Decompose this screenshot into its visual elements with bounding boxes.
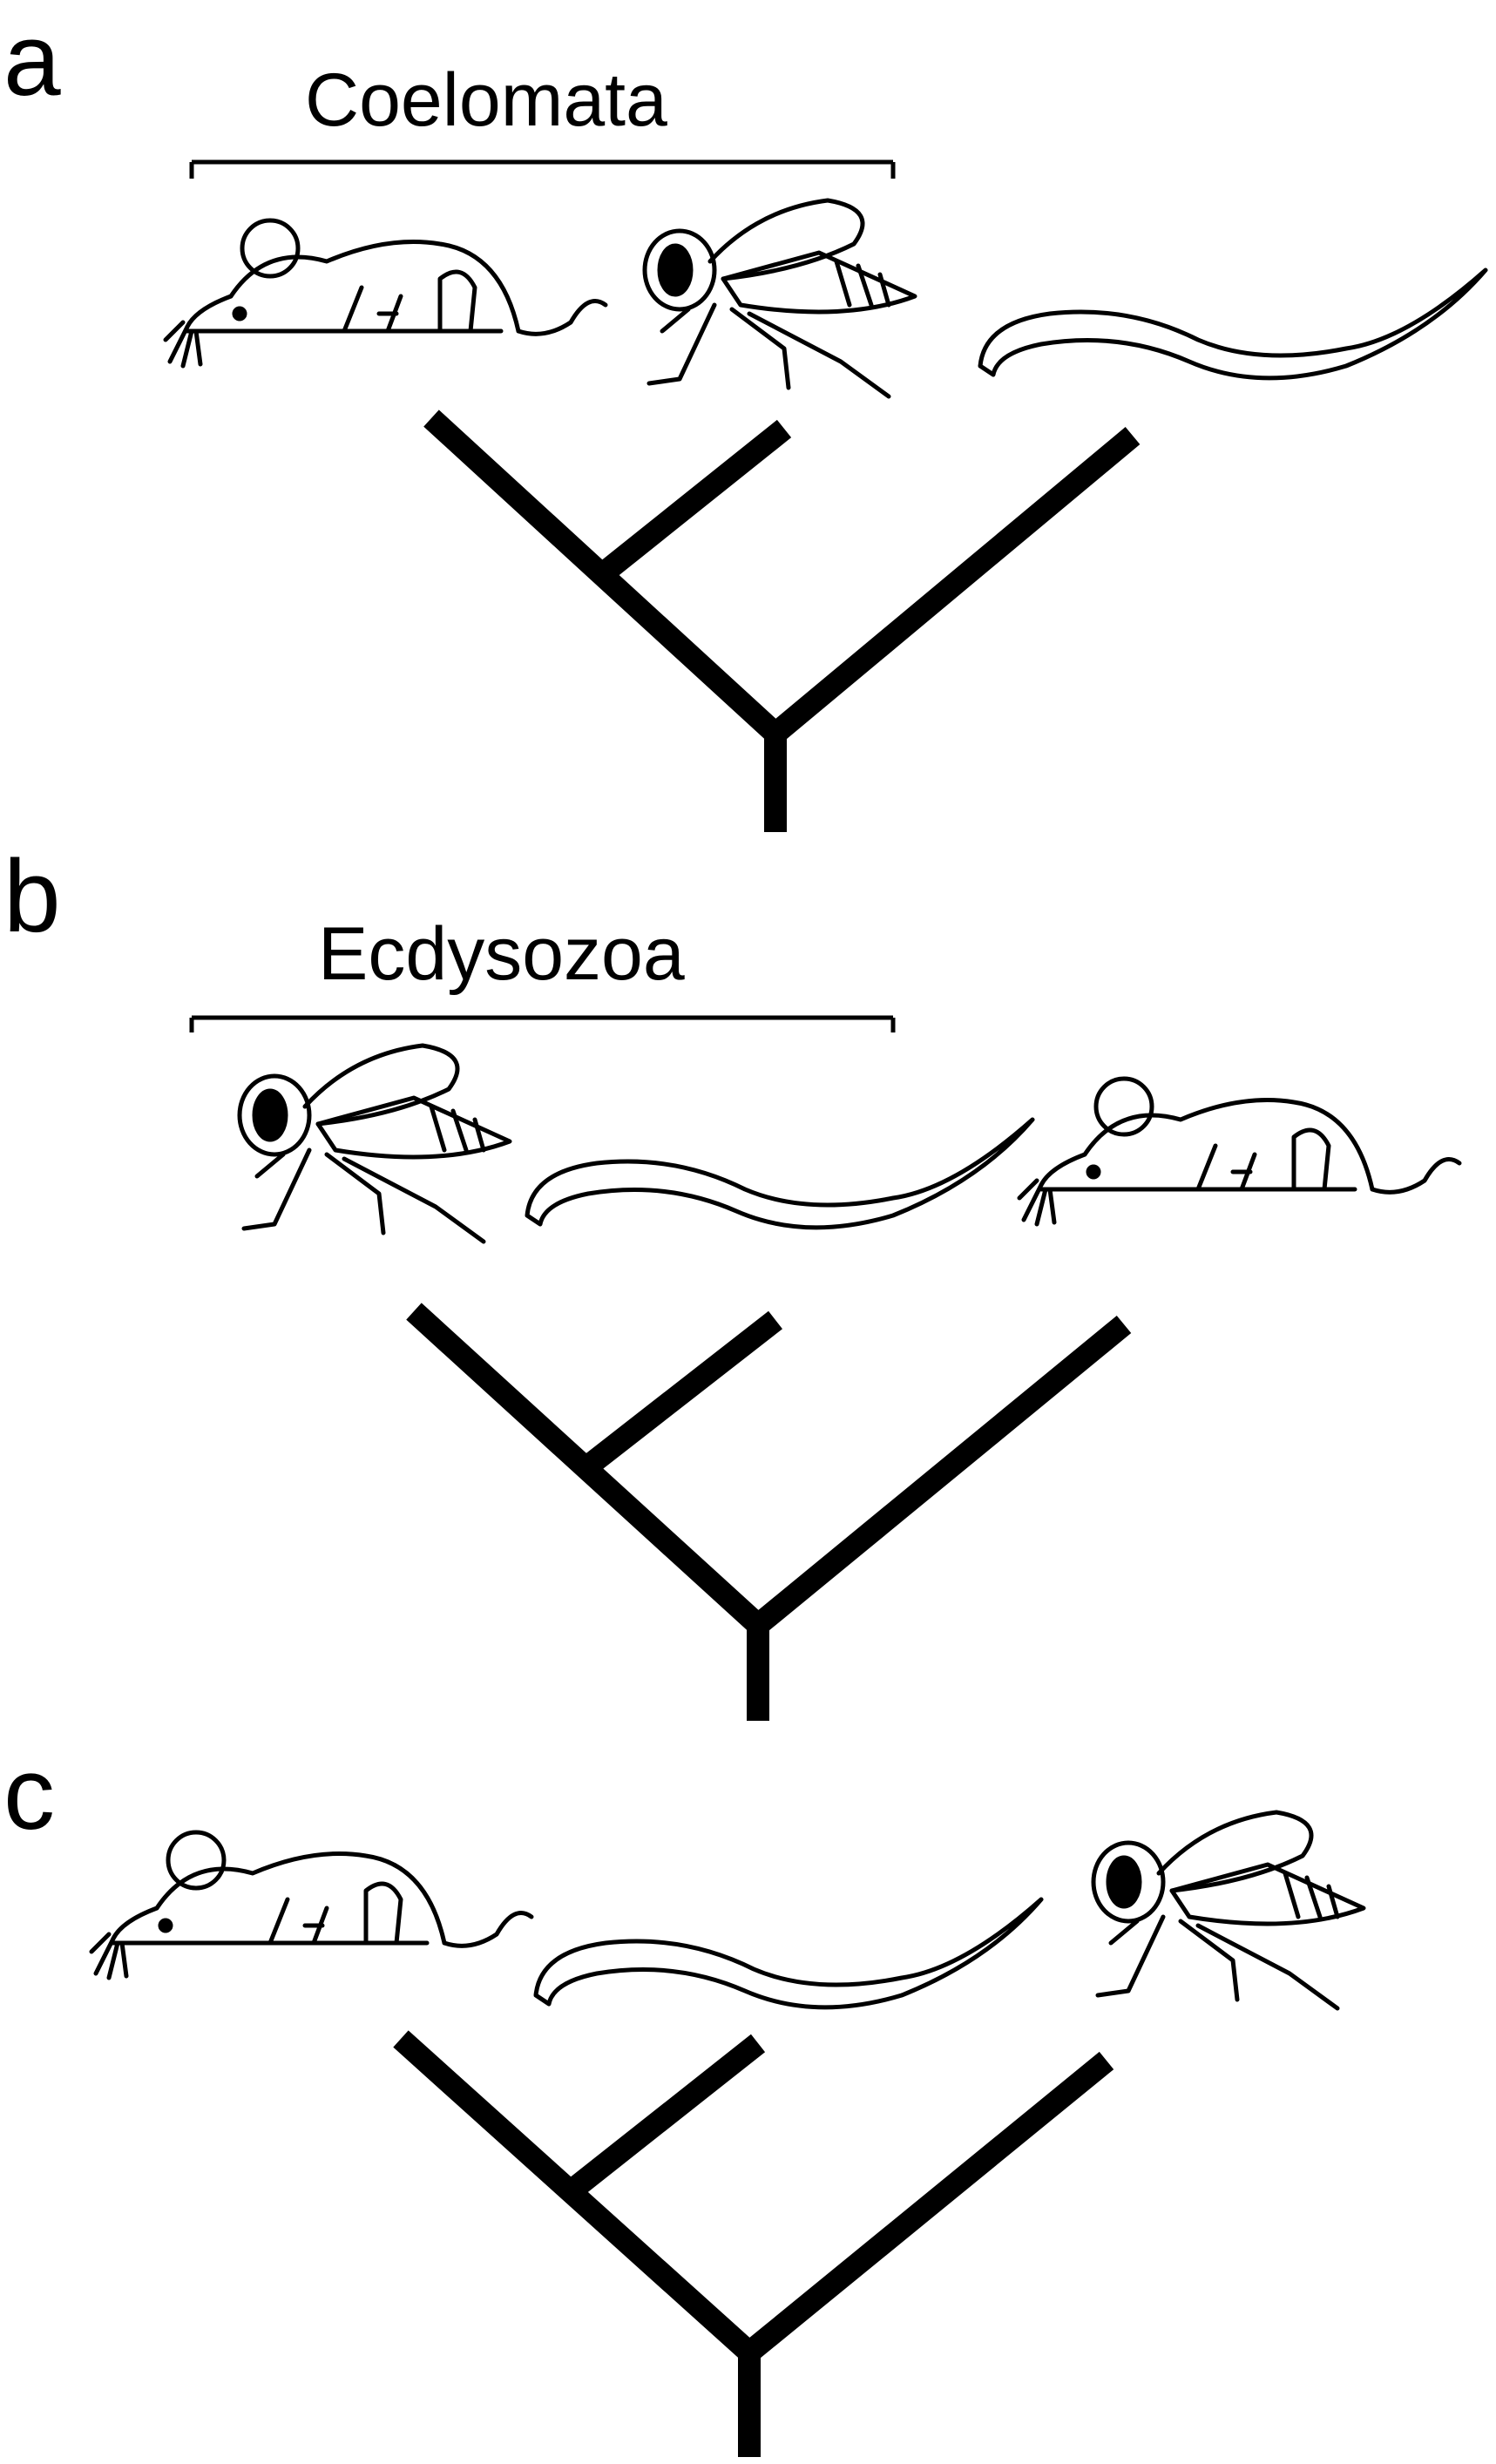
panel-b-drawing <box>189 1015 1462 1721</box>
clade-label: Ecdysozoa <box>318 912 685 996</box>
mouse-icon <box>89 1830 534 1980</box>
phylogenetic-tree <box>406 1303 1132 1721</box>
panel-label: c <box>3 1736 55 1851</box>
clade-label: Coelomata <box>305 58 667 142</box>
worm-icon <box>978 267 1488 381</box>
panel-label: b <box>3 839 61 954</box>
worm-icon <box>533 1897 1044 2010</box>
panel-label: a <box>3 3 61 118</box>
panel-b: b Ecdysozoa <box>0 836 1496 1725</box>
mouse-icon <box>163 218 608 369</box>
fly-icon <box>1091 1810 1366 2011</box>
panel-c: c <box>0 1734 1496 2464</box>
worm-icon <box>525 1117 1035 1230</box>
mouse-icon <box>1017 1076 1462 1227</box>
fly-icon <box>237 1043 512 1244</box>
panel-c-drawing <box>89 1810 1366 2457</box>
phylogenetic-tree <box>393 2030 1114 2457</box>
panel-a: a Coelomata <box>0 0 1496 836</box>
phylogenetic-tree <box>423 410 1141 832</box>
panel-a-drawing <box>163 159 1488 832</box>
fly-icon <box>642 198 917 399</box>
